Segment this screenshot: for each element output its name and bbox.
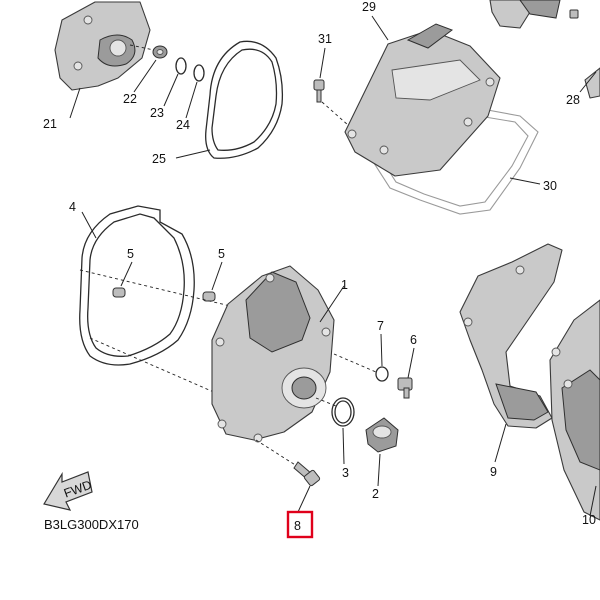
- callout-5-left: 5: [127, 247, 134, 261]
- part-25-gasket[interactable]: [205, 40, 284, 159]
- part-4-gasket[interactable]: [79, 205, 195, 366]
- part-5-dowel-left[interactable]: [112, 287, 126, 298]
- callout-1: 1: [341, 278, 348, 292]
- callout-3: 3: [342, 466, 349, 480]
- callout-31: 31: [318, 32, 332, 46]
- part-9-bracket[interactable]: [459, 243, 563, 429]
- callout-9: 9: [490, 465, 497, 479]
- part-21-cover[interactable]: [54, 1, 151, 91]
- part-10-crankcase[interactable]: [549, 299, 600, 521]
- part-1-generator-cover[interactable]: [211, 265, 335, 443]
- part-31-bolt[interactable]: [313, 79, 325, 103]
- part-8-bolt[interactable]: [293, 461, 321, 487]
- part-3-oring[interactable]: [331, 397, 355, 427]
- callout-22: 22: [123, 92, 137, 106]
- part-8-highlight-box: [286, 510, 314, 539]
- callout-6: 6: [410, 333, 417, 347]
- part-2-plug[interactable]: [365, 417, 399, 453]
- callout-4: 4: [69, 200, 76, 214]
- callout-2: 2: [372, 487, 379, 501]
- callout-21: 21: [43, 117, 57, 131]
- callout-30: 30: [543, 179, 557, 193]
- part-22-seal[interactable]: [152, 45, 168, 59]
- part-23-ring[interactable]: [175, 57, 187, 75]
- callout-25: 25: [152, 152, 166, 166]
- part-7-ring[interactable]: [375, 366, 389, 382]
- part-24-ring[interactable]: [193, 64, 205, 82]
- callout-23: 23: [150, 106, 164, 120]
- callout-28: 28: [566, 93, 580, 107]
- part-29-oil-pan[interactable]: [344, 23, 501, 177]
- part-6-bolt[interactable]: [397, 377, 413, 399]
- callout-7: 7: [377, 319, 384, 333]
- callout-8: 8: [294, 519, 301, 533]
- part-28-component[interactable]: [489, 0, 600, 99]
- callout-5-right: 5: [218, 247, 225, 261]
- fwd-arrow-icon: FWD: [43, 471, 94, 511]
- callout-29: 29: [362, 0, 376, 14]
- callout-10: 10: [582, 513, 596, 527]
- diagram-code: B3LG300DX170: [44, 517, 139, 532]
- callout-24: 24: [176, 118, 190, 132]
